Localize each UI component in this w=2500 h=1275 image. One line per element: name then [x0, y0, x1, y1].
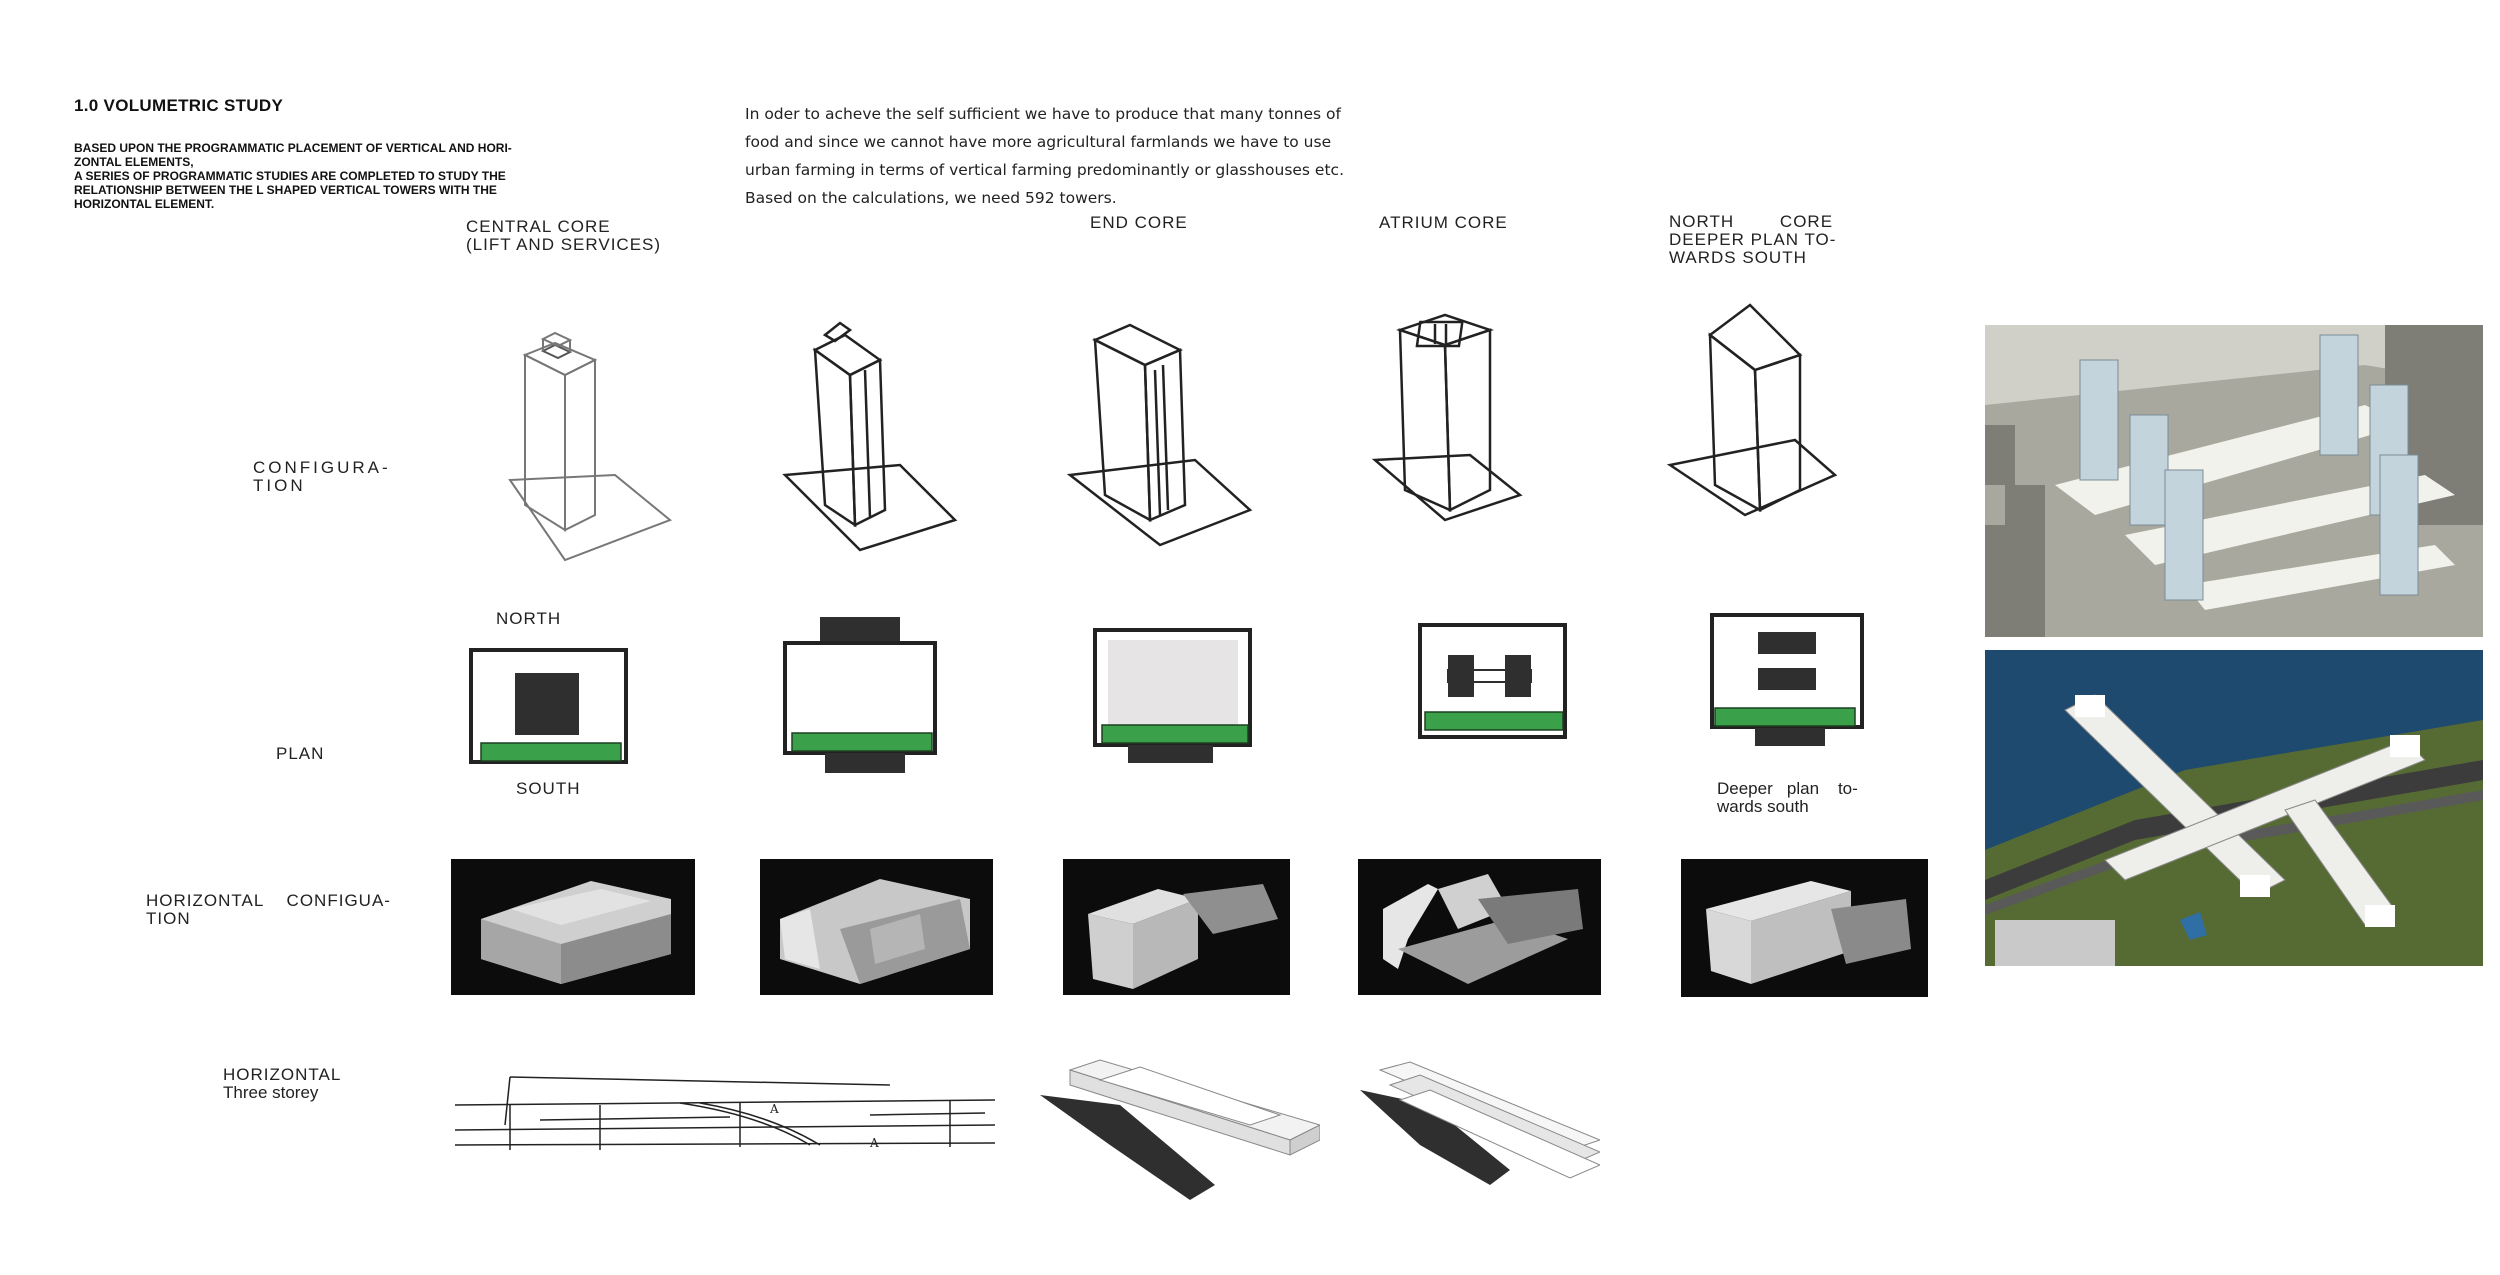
- intro-line: RELATIONSHIP BETWEEN THE L SHAPED VERTIC…: [74, 183, 497, 197]
- page-title: 1.0 VOLUMETRIC STUDY: [74, 96, 284, 115]
- row-label-configuration: CONFIGURA- TION: [253, 459, 391, 495]
- model-photo-north-core: [1681, 859, 1928, 997]
- intro-line: A SERIES OF PROGRAMMATIC STUDIES ARE COM…: [74, 169, 506, 183]
- tower-sketch-atrium-core: [1066, 323, 1253, 547]
- tower-sketch-central-core: [508, 331, 672, 562]
- intro-line: HORIZONTAL ELEMENT.: [74, 197, 215, 211]
- row-label-horizontal-storey: HORIZONTAL Three storey: [223, 1066, 341, 1102]
- model-photo-central-core: [451, 859, 695, 995]
- heading-line: (LIFT AND SERVICES): [466, 235, 662, 254]
- column-heading-north-core: NORTH CORE DEEPER PLAN TO- WARDS SOUTH: [1669, 213, 1849, 267]
- model-photo-end-core-2: [1063, 859, 1290, 995]
- svg-text:A: A: [769, 1102, 779, 1116]
- paragraph-line: In oder to acheve the self sufficient we…: [745, 105, 1341, 123]
- site-render-masterplan: [1985, 650, 2483, 966]
- intro-line: ZONTAL ELEMENTS,: [74, 155, 194, 169]
- row-label-line: TION: [146, 909, 191, 928]
- paragraph-line: Based on the calculations, we need 592 t…: [745, 189, 1117, 207]
- heading-line: DEEPER PLAN TO-: [1669, 230, 1837, 249]
- plan-note-deeper: Deeper plan to- wards south: [1717, 780, 1897, 816]
- plan-note-south: SOUTH: [516, 779, 581, 798]
- row-label-line: CONFIGURA-: [253, 458, 391, 477]
- tower-sketch-north-core: [1666, 303, 1838, 517]
- paragraph-line: urban farming in terms of vertical farmi…: [745, 161, 1344, 179]
- row-label-line: HORIZONTAL CONFIGUA-: [146, 891, 391, 910]
- heading-line: NORTH CORE: [1669, 212, 1834, 231]
- plan-central-core: [469, 648, 628, 764]
- model-photo-end-core: [760, 859, 993, 995]
- column-heading-central-core: CENTRAL CORE (LIFT AND SERVICES): [466, 218, 661, 254]
- site-render-aerial-towers: [1985, 325, 2483, 637]
- render-horizontal-atrium-core: [1360, 1061, 1600, 1185]
- row-label-plan: PLAN: [276, 744, 325, 763]
- svg-text:A: A: [869, 1136, 879, 1150]
- tower-sketch-atrium: [1371, 313, 1523, 522]
- paragraph-line: food and since we cannot have more agric…: [745, 133, 1332, 151]
- calculation-paragraph: In oder to acheve the self sufficient we…: [745, 100, 1344, 212]
- render-horizontal-end-core: [1040, 1059, 1320, 1200]
- plan-end-core: [783, 617, 937, 773]
- intro-line: BASED UPON THE PROGRAMMATIC PLACEMENT OF…: [74, 141, 512, 155]
- plan-north-core: [1710, 613, 1864, 746]
- heading-line: WARDS SOUTH: [1669, 248, 1807, 267]
- row-label-horizontal-configuration: HORIZONTAL CONFIGUA- TION: [146, 892, 391, 928]
- note-line: wards south: [1717, 797, 1809, 816]
- row-label-line: TION: [253, 476, 306, 495]
- column-heading-end-core: END CORE: [1090, 213, 1188, 232]
- model-photo-atrium-core: [1358, 859, 1601, 995]
- plan-end-core-light: [1093, 628, 1252, 763]
- plan-atrium-core: [1418, 623, 1567, 739]
- row-label-line: Three storey: [223, 1083, 319, 1102]
- heading-line: CENTRAL CORE: [466, 217, 611, 236]
- row-label-line: HORIZONTAL: [223, 1065, 342, 1084]
- column-heading-atrium-core: ATRIUM CORE: [1379, 213, 1508, 232]
- sketch-section-three-storey: A A: [454, 1076, 996, 1150]
- plan-note-north: NORTH: [496, 609, 562, 628]
- intro-text: BASED UPON THE PROGRAMMATIC PLACEMENT OF…: [74, 141, 672, 211]
- tower-sketch-end-core: [782, 321, 958, 552]
- note-line: Deeper plan to-: [1717, 779, 1858, 798]
